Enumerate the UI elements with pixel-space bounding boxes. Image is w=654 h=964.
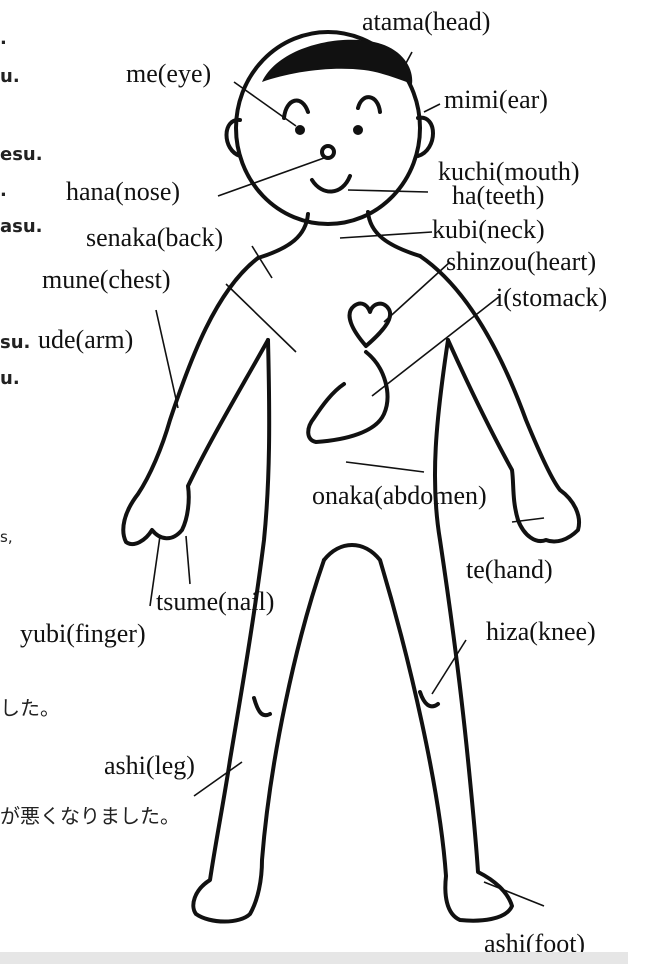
text-fragment: su.	[0, 332, 30, 353]
left-arm	[123, 258, 268, 544]
mouth-shape	[312, 176, 350, 192]
left-pupil	[295, 125, 305, 135]
text-fragment: が悪くなりました。	[0, 800, 180, 829]
leader-ashi-foot	[484, 882, 544, 906]
text-fragment: .	[0, 28, 7, 49]
leader-ha	[348, 190, 428, 192]
leader-ashi-leg	[194, 762, 242, 796]
right-leg	[324, 340, 512, 921]
bottom-bar	[0, 952, 628, 964]
left-knee	[254, 698, 270, 715]
text-fragment: esu.	[0, 144, 43, 165]
right-knee	[420, 692, 438, 706]
text-fragment: u.	[0, 368, 20, 389]
leader-tsume	[186, 536, 190, 584]
left-leg	[193, 340, 324, 922]
label-senaka: senaka(back)	[86, 223, 223, 252]
leader-me	[234, 82, 296, 126]
label-mune: mune(chest)	[42, 265, 171, 294]
label-hiza: hiza(knee)	[486, 617, 596, 646]
nose-shape	[322, 146, 334, 158]
label-me: me(eye)	[126, 59, 211, 88]
leader-shinzou	[384, 262, 450, 322]
label-i: i(stomack)	[496, 283, 607, 312]
right-pupil	[353, 125, 363, 135]
leader-kubi	[340, 232, 432, 238]
label-tsume: tsume(nail)	[156, 587, 274, 616]
stomach-shape	[308, 352, 387, 442]
text-fragment: s,	[0, 528, 13, 546]
label-shinzou: shinzou(heart)	[446, 247, 596, 276]
text-fragment: u.	[0, 66, 20, 87]
leader-hana	[218, 158, 324, 196]
leader-mune	[226, 284, 296, 352]
label-onaka: onaka(abdomen)	[312, 481, 487, 510]
text-fragment: .	[0, 180, 7, 201]
label-ashi-leg: ashi(leg)	[104, 751, 195, 780]
text-fragment: asu.	[0, 216, 43, 237]
label-kubi: kubi(neck)	[432, 215, 545, 244]
text-fragment: した。	[0, 692, 60, 721]
leader-onaka	[346, 462, 424, 472]
leader-ude	[156, 310, 178, 408]
leader-mimi	[424, 104, 440, 112]
label-atama: atama(head)	[362, 7, 490, 36]
label-te: te(hand)	[466, 555, 553, 584]
label-hana: hana(nose)	[66, 177, 180, 206]
label-mimi: mimi(ear)	[444, 85, 548, 114]
label-ha: ha(teeth)	[452, 181, 544, 210]
right-eye	[358, 97, 380, 112]
hair	[262, 40, 412, 84]
label-ude: ude(arm)	[38, 325, 133, 354]
heart-shape	[350, 304, 391, 346]
label-yubi: yubi(finger)	[20, 619, 146, 648]
left-eye	[284, 101, 308, 118]
